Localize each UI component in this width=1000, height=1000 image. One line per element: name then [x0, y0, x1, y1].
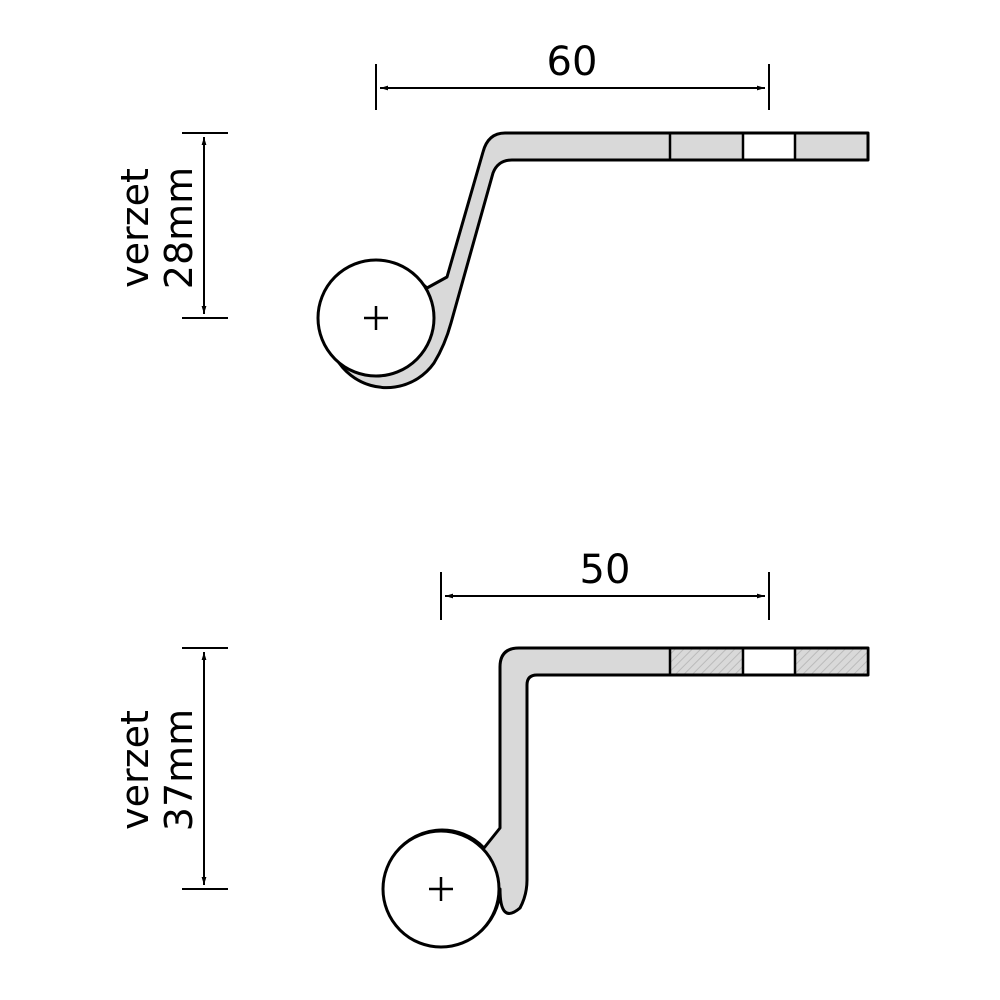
bottom-horizontal-dimension: 50 — [440, 547, 770, 620]
bottom-vertical-dimension: verzet 37mm — [113, 647, 228, 890]
bottom-offset-label-word: verzet — [113, 710, 157, 830]
top-dim-value: 60 — [547, 39, 598, 85]
bottom-offset-label-value: 37mm — [157, 709, 201, 831]
bottom-dim-value: 50 — [580, 547, 631, 593]
top-strip-slot — [743, 134, 795, 159]
bottom-strip-hatch-2 — [795, 649, 867, 674]
top-offset-label-value: 28mm — [157, 167, 201, 289]
top-vertical-dimension: verzet 28mm — [113, 132, 228, 319]
bottom-part — [381, 646, 870, 949]
top-horizontal-dimension: 60 — [375, 39, 770, 110]
top-part — [316, 131, 870, 390]
top-offset-label-word: verzet — [113, 168, 157, 288]
bottom-drawing: 50 verzet 37mm — [113, 547, 870, 949]
bottom-strip-hatch-1 — [670, 649, 743, 674]
bottom-strip-slot — [743, 649, 795, 674]
top-drawing: 60 verzet 28mm — [113, 39, 870, 390]
